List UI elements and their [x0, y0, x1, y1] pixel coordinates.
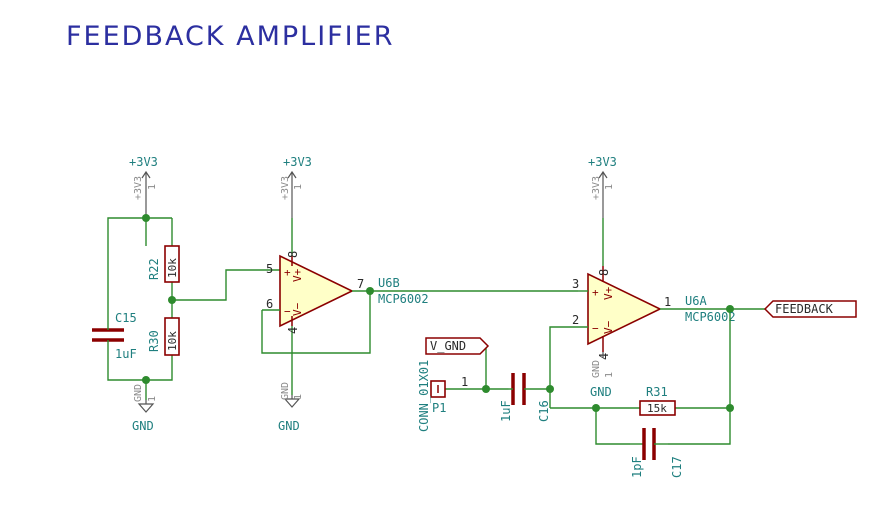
wires-input [440, 348, 554, 393]
power-pin-name: +3V3 [280, 176, 291, 200]
power-label: +3V3 [129, 155, 158, 169]
power-pin-number: 1 [293, 184, 304, 190]
u6b-pin-7: 7 [357, 277, 364, 291]
c15-ref: C15 [115, 311, 137, 325]
c17-ref: C17 [670, 456, 684, 478]
ground-symbol-u6a: GND 1 GND [590, 352, 615, 399]
resistor-r22: 10k R22 [147, 245, 180, 283]
ground-symbol-left: GND 1 GND [132, 384, 158, 433]
resistor-r30: 10k R30 [147, 317, 180, 356]
u6a-pin-3: 3 [572, 277, 579, 291]
power-pin-number: 1 [604, 184, 615, 190]
c15-value: 1uF [115, 347, 137, 361]
r30-value: 10k [166, 331, 179, 351]
u6a-value: MCP6002 [685, 310, 736, 324]
u6a-pin-2: 2 [572, 313, 579, 327]
p1-ref: P1 [432, 401, 446, 415]
u6b-value: MCP6002 [378, 292, 429, 306]
c16-value: 1uF [499, 400, 513, 422]
junction-dot [592, 404, 600, 412]
r30-ref: R30 [147, 330, 161, 352]
junction-dot [168, 296, 176, 304]
ground-pin-number: 1 [293, 394, 304, 400]
power-pin-name: +3V3 [591, 176, 602, 200]
junction-dot [546, 385, 554, 393]
ground-label: GND [590, 385, 612, 399]
connector-p1: 1 P1 CONN_01X01 [417, 360, 468, 432]
u6a-minus-sign: − [592, 322, 599, 335]
ground-symbol-u6b: GND 1 GND [278, 382, 304, 433]
r22-value: 10k [166, 258, 179, 278]
junction-dot [142, 376, 150, 384]
r22-ref: R22 [147, 258, 161, 280]
junction-dot [726, 404, 734, 412]
ground-pin-number: 1 [604, 372, 615, 378]
power-pin-number: 1 [147, 184, 158, 190]
power-symbol-3v3-u6a: +3V3 +3V3 1 [588, 155, 617, 218]
power-pin-name: +3V3 [133, 176, 144, 200]
power-symbol-3v3-u6b: +3V3 +3V3 1 [280, 155, 312, 218]
ground-pin-name: GND [591, 360, 602, 378]
p1-value: CONN_01X01 [417, 360, 431, 432]
u6a-pin-1: 1 [664, 295, 671, 309]
u6a-pin-4: 4 [597, 353, 611, 360]
junction-dot [482, 385, 490, 393]
opamp-u6b: 5 6 7 8 4 + − V+ V− U6B MCP6002 [261, 218, 578, 395]
u6b-vplus: V+ [291, 268, 304, 282]
page-title: FEEDBACK AMPLIFIER [66, 21, 394, 52]
power-label: +3V3 [588, 155, 617, 169]
r31-ref: R31 [646, 385, 668, 399]
opamp-u6a: 3 2 1 8 4 + − V+ V− U6A MCP6002 [549, 218, 765, 408]
resistor-r31: 15k R31 [639, 385, 676, 416]
u6a-vminus: V− [602, 320, 615, 334]
c16-ref: C16 [537, 400, 551, 422]
wires-feedback [550, 309, 734, 445]
capacitor-c16: 1uF C16 [499, 373, 551, 422]
u6b-pin-6: 6 [266, 297, 273, 311]
feedback-label-text: FEEDBACK [775, 302, 834, 316]
c17-value: 1pF [630, 456, 644, 478]
u6a-ref: U6A [685, 294, 707, 308]
v-gnd-label-text: V_GND [430, 339, 466, 353]
u6b-pin-4: 4 [286, 327, 300, 334]
ground-pin-number: 1 [147, 396, 158, 402]
u6b-pin-8: 8 [286, 251, 300, 258]
ground-pin-name: GND [280, 382, 291, 400]
power-label: +3V3 [283, 155, 312, 169]
label-v-gnd: V_GND [425, 337, 490, 355]
power-symbol-3v3-left: +3V3 +3V3 1 [129, 155, 158, 218]
u6b-ref: U6B [378, 276, 400, 290]
u6a-pin-8: 8 [597, 269, 611, 276]
u6b-pin-5: 5 [266, 262, 273, 276]
label-feedback: FEEDBACK [763, 300, 857, 318]
u6b-vminus: V− [291, 302, 304, 316]
ground-label: GND [132, 419, 154, 433]
capacitor-c17: 1pF C17 [630, 428, 684, 478]
ground-label: GND [278, 419, 300, 433]
junction-dot [366, 287, 374, 295]
r31-value: 15k [647, 402, 667, 415]
u6b-minus-sign: − [284, 305, 291, 318]
p1-pin-1: 1 [461, 375, 468, 389]
junction-dot [142, 214, 150, 222]
u6b-plus-sign: + [284, 266, 291, 279]
capacitor-c15: C15 1uF [92, 311, 137, 361]
wires-divider [107, 214, 282, 400]
ground-pin-name: GND [133, 384, 144, 402]
u6a-vplus: V+ [602, 286, 615, 300]
u6a-plus-sign: + [592, 286, 599, 299]
